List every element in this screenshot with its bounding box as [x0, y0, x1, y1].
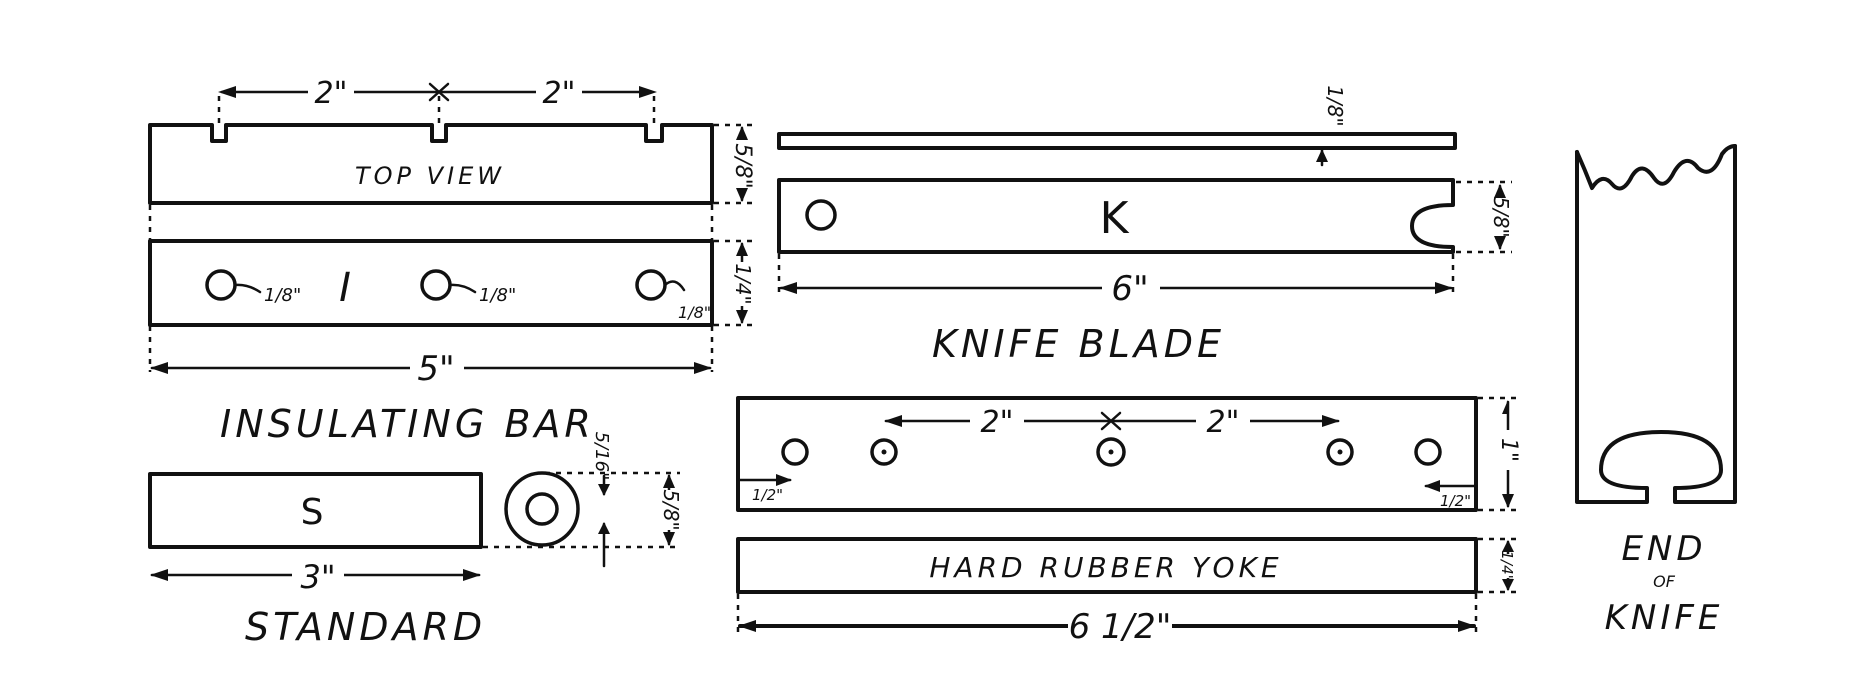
- hole-size-2: 1/8": [479, 285, 516, 306]
- yoke-edge-left: 1/2": [752, 486, 783, 504]
- standard: S 5/16" 5/8" 3" STANDARD: [148, 432, 686, 649]
- notch-spacing-1: 2": [315, 76, 348, 111]
- top-view-label: TOP VIEW: [355, 162, 505, 190]
- knife-length: 6": [1111, 269, 1148, 309]
- standard-hole: [525, 492, 559, 526]
- bar-length: 5": [417, 349, 454, 389]
- yoke-spacing-2: 2": [1207, 405, 1240, 440]
- knife-width: 5/8": [1489, 196, 1513, 237]
- bar-height-side: 1/4": [731, 263, 755, 304]
- end-of-knife-line1: END: [1621, 529, 1706, 569]
- yoke-thickness: 1/4": [1498, 550, 1516, 581]
- yoke-side-view: [736, 537, 1478, 594]
- yoke-height: 1": [1496, 438, 1521, 462]
- yoke-spacing-1: 2": [981, 405, 1014, 440]
- bar-hole-3: [635, 269, 667, 301]
- standard-diameter: 5/8": [659, 489, 683, 530]
- end-of-knife-line3: KNIFE: [1605, 598, 1724, 638]
- standard-title: STANDARD: [245, 605, 486, 649]
- bar-letter: I: [339, 265, 351, 311]
- yoke-label: HARD RUBBER YOKE: [929, 551, 1282, 584]
- insulating-bar-top-view: [148, 123, 714, 205]
- standard-letter: S: [301, 492, 324, 533]
- standard-hole-size: 5/16": [591, 432, 612, 481]
- standard-side-view: [148, 472, 483, 549]
- standard-length: 3": [300, 558, 335, 596]
- yoke-hole-5: [1414, 438, 1442, 466]
- insulating-bar-title: INSULATING BAR: [220, 402, 595, 446]
- yoke-hole-1: [781, 438, 809, 466]
- knife-pivot-hole: [805, 199, 837, 231]
- bar-hole-2: [420, 269, 452, 301]
- knife-thickness: 1/8": [1323, 85, 1347, 126]
- knife-blade-top-strip: [777, 132, 1457, 150]
- hole-size-3: 1/8": [678, 303, 711, 322]
- hole-size-1: 1/8": [264, 285, 301, 306]
- knife-blade: K 1/8" 5/8" 6" KNIFE BLADE: [777, 85, 1516, 366]
- end-of-knife: END OF KNIFE: [1575, 144, 1737, 638]
- bar-height-top: 5/8": [730, 143, 755, 189]
- end-of-knife-line2: OF: [1653, 572, 1676, 591]
- notch-spacing-2: 2": [543, 76, 576, 111]
- knife-blade-title: KNIFE BLADE: [932, 322, 1225, 366]
- insulating-bar: TOP VIEW 1/8" 1/8" 1/8" I 2" 2" 5/8": [148, 74, 758, 446]
- end-of-knife-break: [1575, 144, 1737, 191]
- hard-rubber-yoke: 2" 2" 1/2" 1/2" 1" HARD RUBBER YOKE 1/4": [736, 396, 1524, 648]
- yoke-top-view: [736, 396, 1478, 512]
- yoke-length: 6 1/2": [1069, 607, 1172, 647]
- bar-hole-1: [205, 269, 237, 301]
- end-of-knife-outline: [1575, 144, 1737, 504]
- yoke-edge-right: 1/2": [1440, 492, 1471, 510]
- knife-letter: K: [1100, 193, 1130, 244]
- knife-blade-body: [777, 178, 1455, 254]
